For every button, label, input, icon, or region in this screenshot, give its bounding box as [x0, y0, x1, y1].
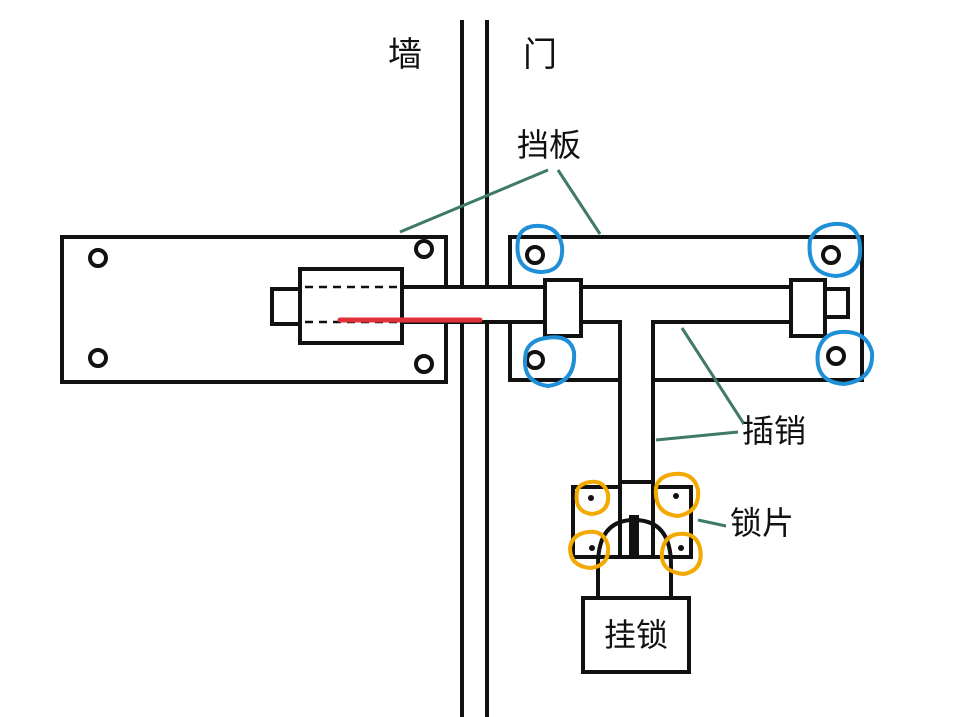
screw-highlights-orange	[568, 471, 703, 577]
screw-hole	[88, 348, 108, 368]
wall-door-divider	[460, 20, 489, 717]
screw-hole	[821, 245, 841, 265]
screw-hole	[88, 248, 108, 268]
baffle-label: 挡板	[517, 126, 581, 164]
padlock-label: 挂锁	[604, 616, 668, 654]
screw-hole	[826, 346, 846, 366]
padlock	[581, 517, 691, 674]
bolt-guide-block	[543, 278, 583, 338]
screw-highlights-blue	[515, 221, 875, 389]
screw-hole	[414, 239, 434, 259]
leader-lines	[399, 168, 746, 528]
screw-hole	[525, 245, 545, 265]
bolt-guide-block	[789, 278, 827, 338]
wall-label: 墙	[388, 35, 422, 75]
keeper-sleeve	[298, 267, 404, 345]
door-label: 门	[523, 35, 557, 75]
screw-hole	[525, 350, 545, 370]
screw-hole	[414, 354, 434, 374]
lock-plate-label: 锁片	[730, 504, 794, 542]
bolt-label: 插销	[742, 412, 806, 450]
